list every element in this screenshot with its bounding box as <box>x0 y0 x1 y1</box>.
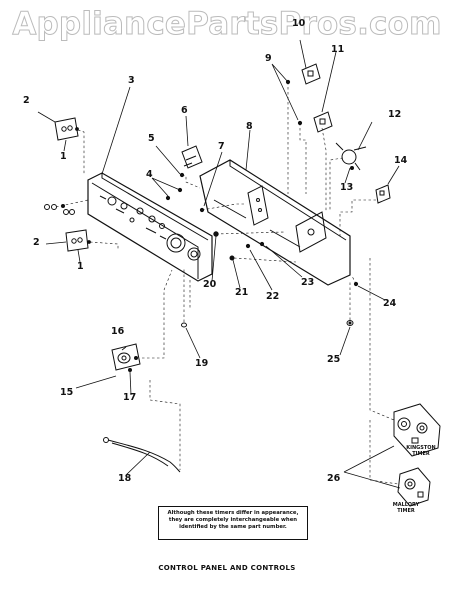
part-18-wire-harness <box>103 437 181 473</box>
leader-lines <box>37 39 401 489</box>
callout-18: 18 <box>118 473 132 484</box>
note-line-2: they are completely interchangeable when <box>168 517 298 523</box>
callout-8: 8 <box>246 121 253 132</box>
callout-10: 10 <box>292 18 306 29</box>
part-13-screw <box>350 166 354 170</box>
callout-13: 13 <box>340 182 354 193</box>
callout-4: 4 <box>146 169 153 180</box>
part-4-screw-b <box>165 195 171 201</box>
part-22-fastener <box>245 243 251 249</box>
kingston-timer-label-line2: TIMER <box>412 451 430 457</box>
part-11-switch <box>313 111 333 133</box>
callout-25: 25 <box>327 354 341 365</box>
part-2-upper-bracket <box>54 117 79 141</box>
callout-1-lower: 1 <box>77 261 84 272</box>
part-14-switch <box>375 184 391 204</box>
small-knobs-left <box>44 204 75 215</box>
mallory-timer-label-line1: MALLORY <box>392 502 420 508</box>
part-23-fastener <box>259 241 265 247</box>
callout-7: 7 <box>218 141 225 152</box>
part-12-selector <box>335 142 367 171</box>
interchangeable-timers-note: Although these timers differ in appearan… <box>158 506 308 540</box>
callout-24: 24 <box>383 298 397 309</box>
part-19-fastener <box>181 322 187 328</box>
part-17-screw <box>128 368 132 372</box>
part-8-rear-panel <box>199 159 351 286</box>
part-15-knob-assembly <box>111 343 141 371</box>
part-25-screw <box>346 320 354 326</box>
mallory-timer-label-line2: TIMER <box>397 508 415 514</box>
callout-19: 19 <box>195 358 209 369</box>
mallory-timer-label: MALLORY TIMER <box>386 502 426 514</box>
watermark-text: AppliancePartsPros.com <box>12 6 442 43</box>
part-10-switch <box>301 63 321 85</box>
callout-3: 3 <box>128 75 135 86</box>
callout-1-upper: 1 <box>60 151 67 162</box>
note-line-1: Although these timers differ in appearan… <box>167 510 299 516</box>
callout-14: 14 <box>394 155 408 166</box>
callout-21: 21 <box>235 287 249 298</box>
callout-12: 12 <box>388 109 402 120</box>
note-line-3: identified by the same part number. <box>179 524 287 530</box>
part-21-fastener <box>229 255 235 261</box>
callout-2-upper: 2 <box>23 95 30 106</box>
kingston-timer-label-line1: KINGSTON <box>406 445 436 451</box>
callout-20: 20 <box>203 279 217 290</box>
part-2-lower-bracket <box>65 229 91 252</box>
part-26-kingston-timer <box>393 403 441 457</box>
part-6-switch <box>181 145 203 169</box>
part-26-mallory-timer <box>397 467 431 507</box>
callout-11: 11 <box>331 44 345 55</box>
callout-22: 22 <box>266 291 280 302</box>
callout-6: 6 <box>181 105 188 116</box>
callout-5: 5 <box>148 133 155 144</box>
part-3-control-panel <box>87 172 213 282</box>
assembly-dashed-lines <box>55 82 399 485</box>
callout-17: 17 <box>123 392 137 403</box>
callout-9: 9 <box>265 53 272 64</box>
kingston-timer-label: KINGSTON TIMER <box>398 445 444 457</box>
callout-2-lower: 2 <box>33 237 40 248</box>
diagram-caption: CONTROL PANEL AND CONTROLS <box>158 564 296 572</box>
callout-15: 15 <box>60 387 74 398</box>
callout-26: 26 <box>327 473 341 484</box>
callout-23: 23 <box>301 277 315 288</box>
callout-16: 16 <box>111 326 125 337</box>
